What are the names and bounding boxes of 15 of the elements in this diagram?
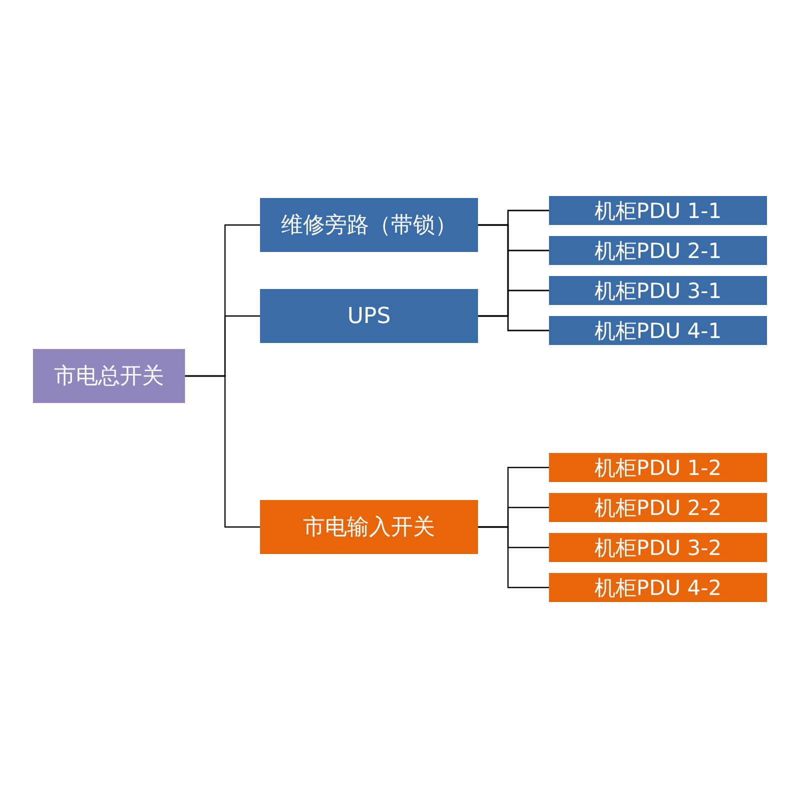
power-box: 维修旁路（带锁） xyxy=(260,198,478,252)
connector-line xyxy=(185,375,260,528)
pdu-box: 机柜PDU 3-2 xyxy=(549,533,767,562)
pdu-box: 机柜PDU 1-1 xyxy=(549,196,767,225)
power-box: UPS xyxy=(260,289,478,343)
pdu-box: 机柜PDU 2-2 xyxy=(549,493,767,522)
connector-line xyxy=(478,526,549,588)
switch-box: 市电总开关 xyxy=(33,349,185,403)
pdu-box: 机柜PDU 4-2 xyxy=(549,573,767,602)
power-box: 市电输入开关 xyxy=(260,500,478,554)
pdu-box: 机柜PDU 2-1 xyxy=(549,236,767,265)
pdu-box: 机柜PDU 1-2 xyxy=(549,453,767,482)
connector-line xyxy=(478,315,549,332)
pdu-box: 机柜PDU 4-1 xyxy=(549,316,767,345)
pdu-box: 机柜PDU 3-1 xyxy=(549,276,767,305)
